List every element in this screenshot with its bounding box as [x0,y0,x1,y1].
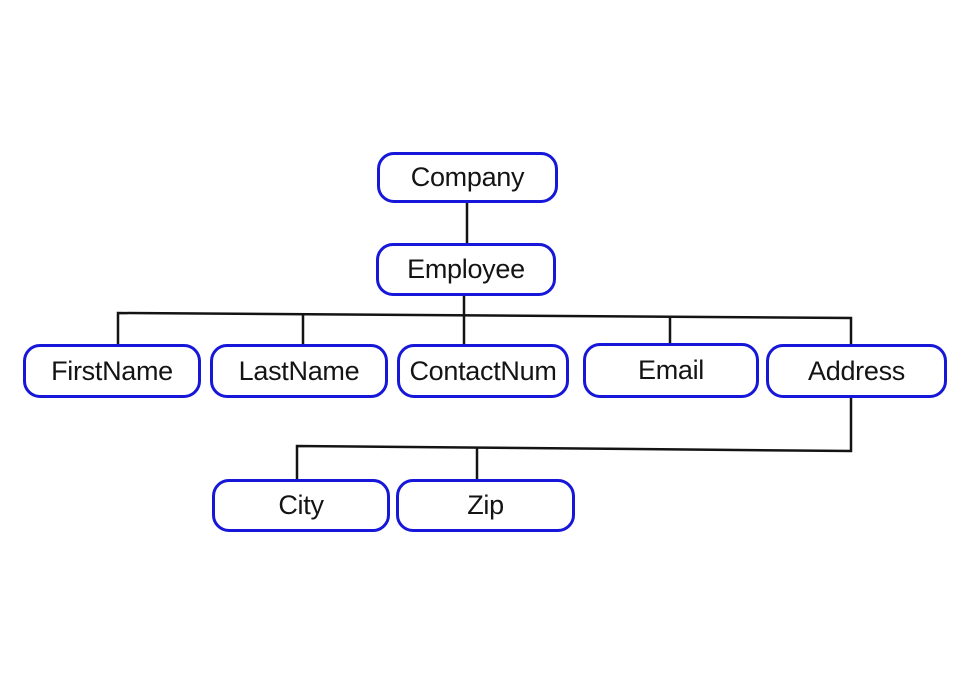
node-company: Company [377,152,558,203]
edge-address-children-bus [295,398,853,479]
node-employee: Employee [376,243,556,296]
node-lastname-label: LastName [238,355,360,386]
node-company-label: Company [410,162,525,192]
node-email: Email [583,343,759,398]
node-address-label: Address [808,355,905,386]
node-contactnum: ContactNum [397,344,569,398]
node-zip: Zip [396,479,575,532]
node-firstname-label: FirstName [51,355,173,386]
node-address: Address [766,344,947,398]
node-email-label: Email [637,355,704,385]
node-city: City [212,479,390,532]
node-firstname: FirstName [23,344,201,398]
node-lastname: LastName [210,344,388,398]
node-city-label: City [278,490,324,520]
edge-employee-children-bus [116,311,853,344]
node-zip-label: Zip [467,490,504,520]
node-employee-label: Employee [407,254,525,284]
node-contactnum-label: ContactNum [409,355,557,386]
